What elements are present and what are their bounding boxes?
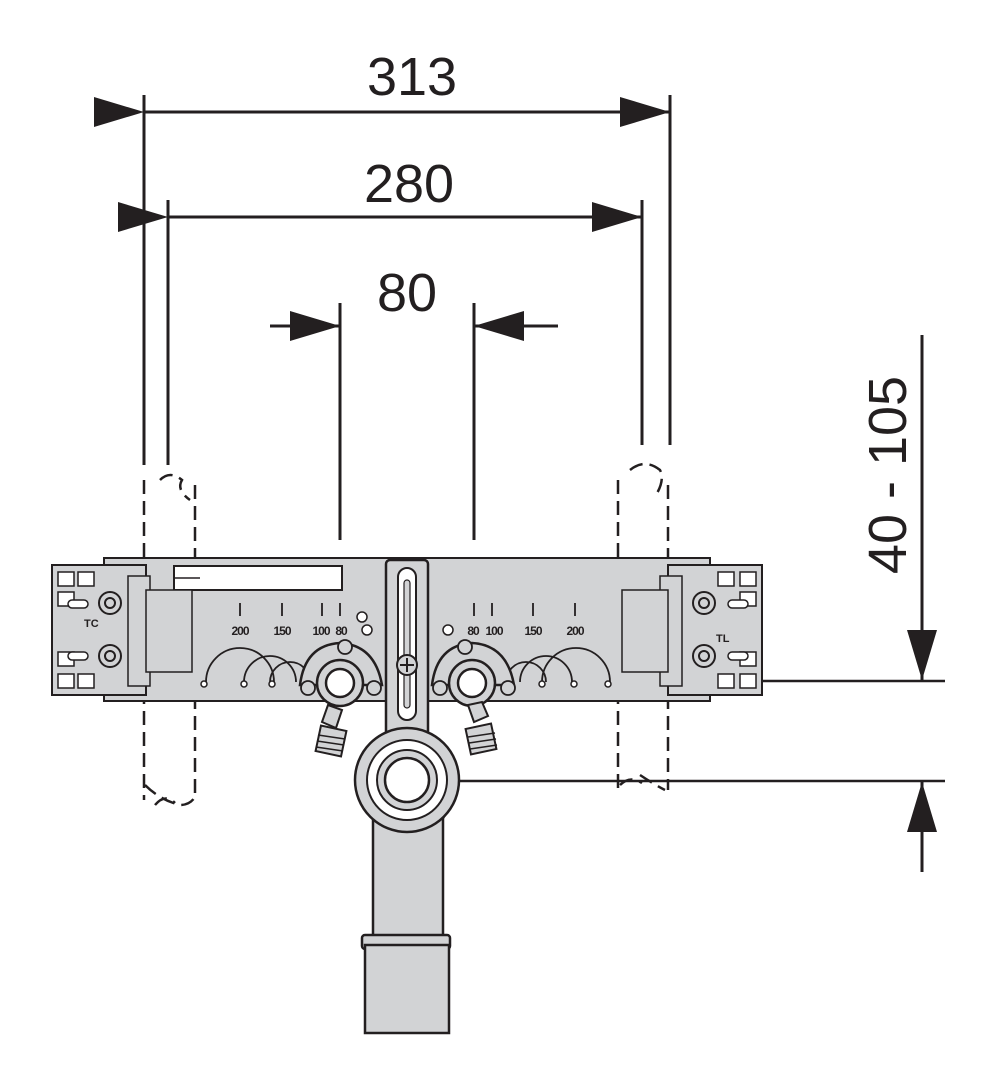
panel-holes — [200, 611, 612, 688]
dimension-313: 313 — [94, 47, 672, 465]
drain-elbow — [353, 726, 461, 834]
right-code-text: TL — [716, 633, 730, 645]
dimension-280: 280 — [118, 154, 644, 465]
right-valve-fitting — [430, 639, 516, 756]
right-screw-bottom — [692, 644, 716, 668]
dimension-313-label: 313 — [367, 47, 457, 107]
left-screw-bottom — [98, 644, 122, 668]
right-scale-label-2: 150 — [524, 624, 542, 638]
right-scale — [473, 603, 611, 683]
center-bracket — [384, 558, 430, 762]
dimension-depth: 40 - 105 — [405, 335, 945, 872]
left-scale-label-3: 80 — [335, 624, 348, 638]
dimension-80-label: 80 — [377, 263, 437, 323]
right-screw-top — [692, 591, 716, 615]
drain-pipe — [360, 808, 452, 1035]
right-scale-label-1: 100 — [485, 624, 503, 638]
left-screw-top — [98, 591, 122, 615]
left-code-text: TC — [84, 618, 99, 630]
left-scale-label-2: 100 — [312, 624, 330, 638]
left-valve-fitting — [298, 639, 384, 758]
dimension-80: 80 — [270, 263, 558, 540]
right-end-bracket: TL — [621, 564, 763, 696]
left-scale-label-0: 200 — [231, 624, 249, 638]
left-scale — [205, 603, 341, 683]
right-scale-label-0: 80 — [467, 624, 480, 638]
dimension-280-label: 280 — [364, 154, 454, 214]
right-scale-label-3: 200 — [566, 624, 584, 638]
dimension-depth-label: 40 - 105 — [858, 376, 918, 574]
left-end-bracket: TC — [51, 564, 193, 696]
left-scale-label-1: 150 — [273, 624, 291, 638]
